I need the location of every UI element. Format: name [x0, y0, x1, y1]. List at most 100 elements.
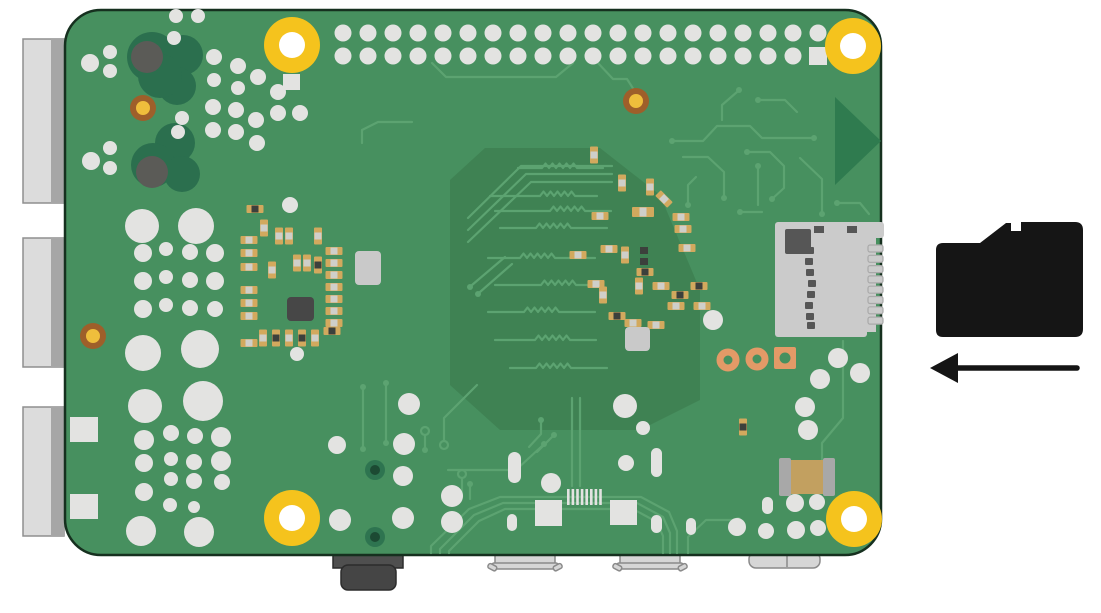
solder-pad — [613, 394, 637, 418]
trace-squiggle — [493, 334, 598, 342]
capacitor — [240, 339, 258, 347]
trace — [720, 90, 739, 122]
capacitor — [268, 261, 276, 279]
sd-slot-contact — [867, 285, 884, 294]
capacitor — [655, 190, 673, 208]
arrow-head — [930, 353, 958, 383]
sd-slot-spring — [807, 322, 815, 329]
copper-test-pads — [716, 347, 796, 372]
solder-pad — [290, 347, 304, 361]
ic-chip — [625, 327, 650, 351]
solder-pad — [211, 451, 231, 471]
via-core — [629, 94, 643, 108]
capacitor — [325, 259, 343, 267]
mounting-hole-bore — [279, 505, 305, 531]
trace-dot — [685, 202, 691, 208]
solder-pad — [163, 425, 179, 441]
gpio-pad — [534, 47, 552, 65]
trace-dot — [467, 481, 473, 487]
post-pin — [136, 156, 168, 188]
mounting-hole-bore — [841, 506, 867, 532]
solder-pad — [70, 417, 98, 442]
solder-pad — [850, 363, 870, 383]
resistor — [739, 418, 747, 436]
solder-pad — [191, 9, 205, 23]
gpio-pad — [484, 24, 502, 42]
trace-dot — [422, 447, 428, 453]
solder-pad — [250, 69, 266, 85]
solder-pad — [228, 102, 244, 118]
trace-network — [360, 61, 871, 555]
solder-pad — [70, 494, 98, 519]
trace — [670, 124, 816, 143]
solder-pad — [171, 125, 185, 139]
left-io-connectors — [22, 38, 65, 537]
trace-dot — [769, 196, 775, 202]
sd-slot-spring — [806, 269, 814, 276]
solder-pad — [207, 301, 223, 317]
gpio-pin1-pad — [809, 47, 827, 65]
trace — [820, 339, 845, 472]
smd-components — [240, 146, 747, 436]
resistor — [272, 329, 280, 347]
power-capacitor — [779, 458, 835, 496]
solder-pad — [228, 124, 244, 140]
capacitor — [275, 227, 283, 245]
solder-pads — [70, 9, 870, 547]
solder-pad — [762, 497, 773, 514]
capacitor — [590, 146, 598, 164]
trace — [430, 61, 575, 79]
capacitor-end-cap — [823, 458, 835, 496]
ic-chip — [355, 251, 381, 285]
solder-pad — [187, 428, 203, 444]
resistor — [298, 329, 306, 347]
trace-dot — [467, 284, 473, 290]
mounting-hole-bore — [279, 32, 305, 58]
audio-jack-barrel — [340, 564, 397, 591]
gpio-pad — [659, 24, 677, 42]
sd-slot-top — [858, 222, 884, 238]
header-stripe-pad — [567, 489, 570, 505]
side-port-shadow — [51, 407, 64, 536]
gpio-pad — [684, 47, 702, 65]
capacitor — [587, 280, 605, 288]
gpio-pad — [709, 47, 727, 65]
solder-pad — [211, 427, 231, 447]
trace-dot — [819, 211, 825, 217]
gpio-pad — [359, 47, 377, 65]
trace — [686, 518, 738, 555]
sd-slot-detent — [785, 229, 811, 254]
capacitor — [600, 245, 618, 253]
capacitor — [635, 277, 643, 295]
trace — [835, 201, 871, 216]
capacitor — [647, 321, 665, 329]
solder-pad — [183, 381, 223, 421]
trace — [686, 175, 698, 205]
header-stripe-pad — [590, 489, 593, 505]
resistor — [671, 291, 689, 299]
gpio-pad — [584, 47, 602, 65]
solder-pad — [125, 209, 159, 243]
solder-pad — [283, 74, 300, 90]
gpio-pad — [734, 24, 752, 42]
solder-pad — [103, 141, 117, 155]
microsd-card-silhouette — [936, 222, 1083, 337]
solder-pad — [82, 152, 100, 170]
trace — [470, 255, 507, 287]
copper-pad-hole — [779, 352, 791, 364]
trace-dot — [669, 138, 675, 144]
capacitor — [652, 282, 670, 290]
trace-ring — [438, 439, 450, 451]
trace-dot — [744, 149, 750, 155]
micro-hdmi-lip — [491, 562, 559, 570]
capacitor-end-cap — [779, 458, 791, 496]
insertion-arrow-icon — [930, 353, 1080, 383]
sd-slot-spring — [805, 302, 813, 309]
solder-pad — [206, 49, 222, 65]
capacitor — [624, 319, 642, 327]
solder-pad — [292, 105, 308, 121]
gpio-pad — [359, 24, 377, 42]
solder-pad — [393, 466, 413, 486]
trace — [681, 155, 726, 198]
